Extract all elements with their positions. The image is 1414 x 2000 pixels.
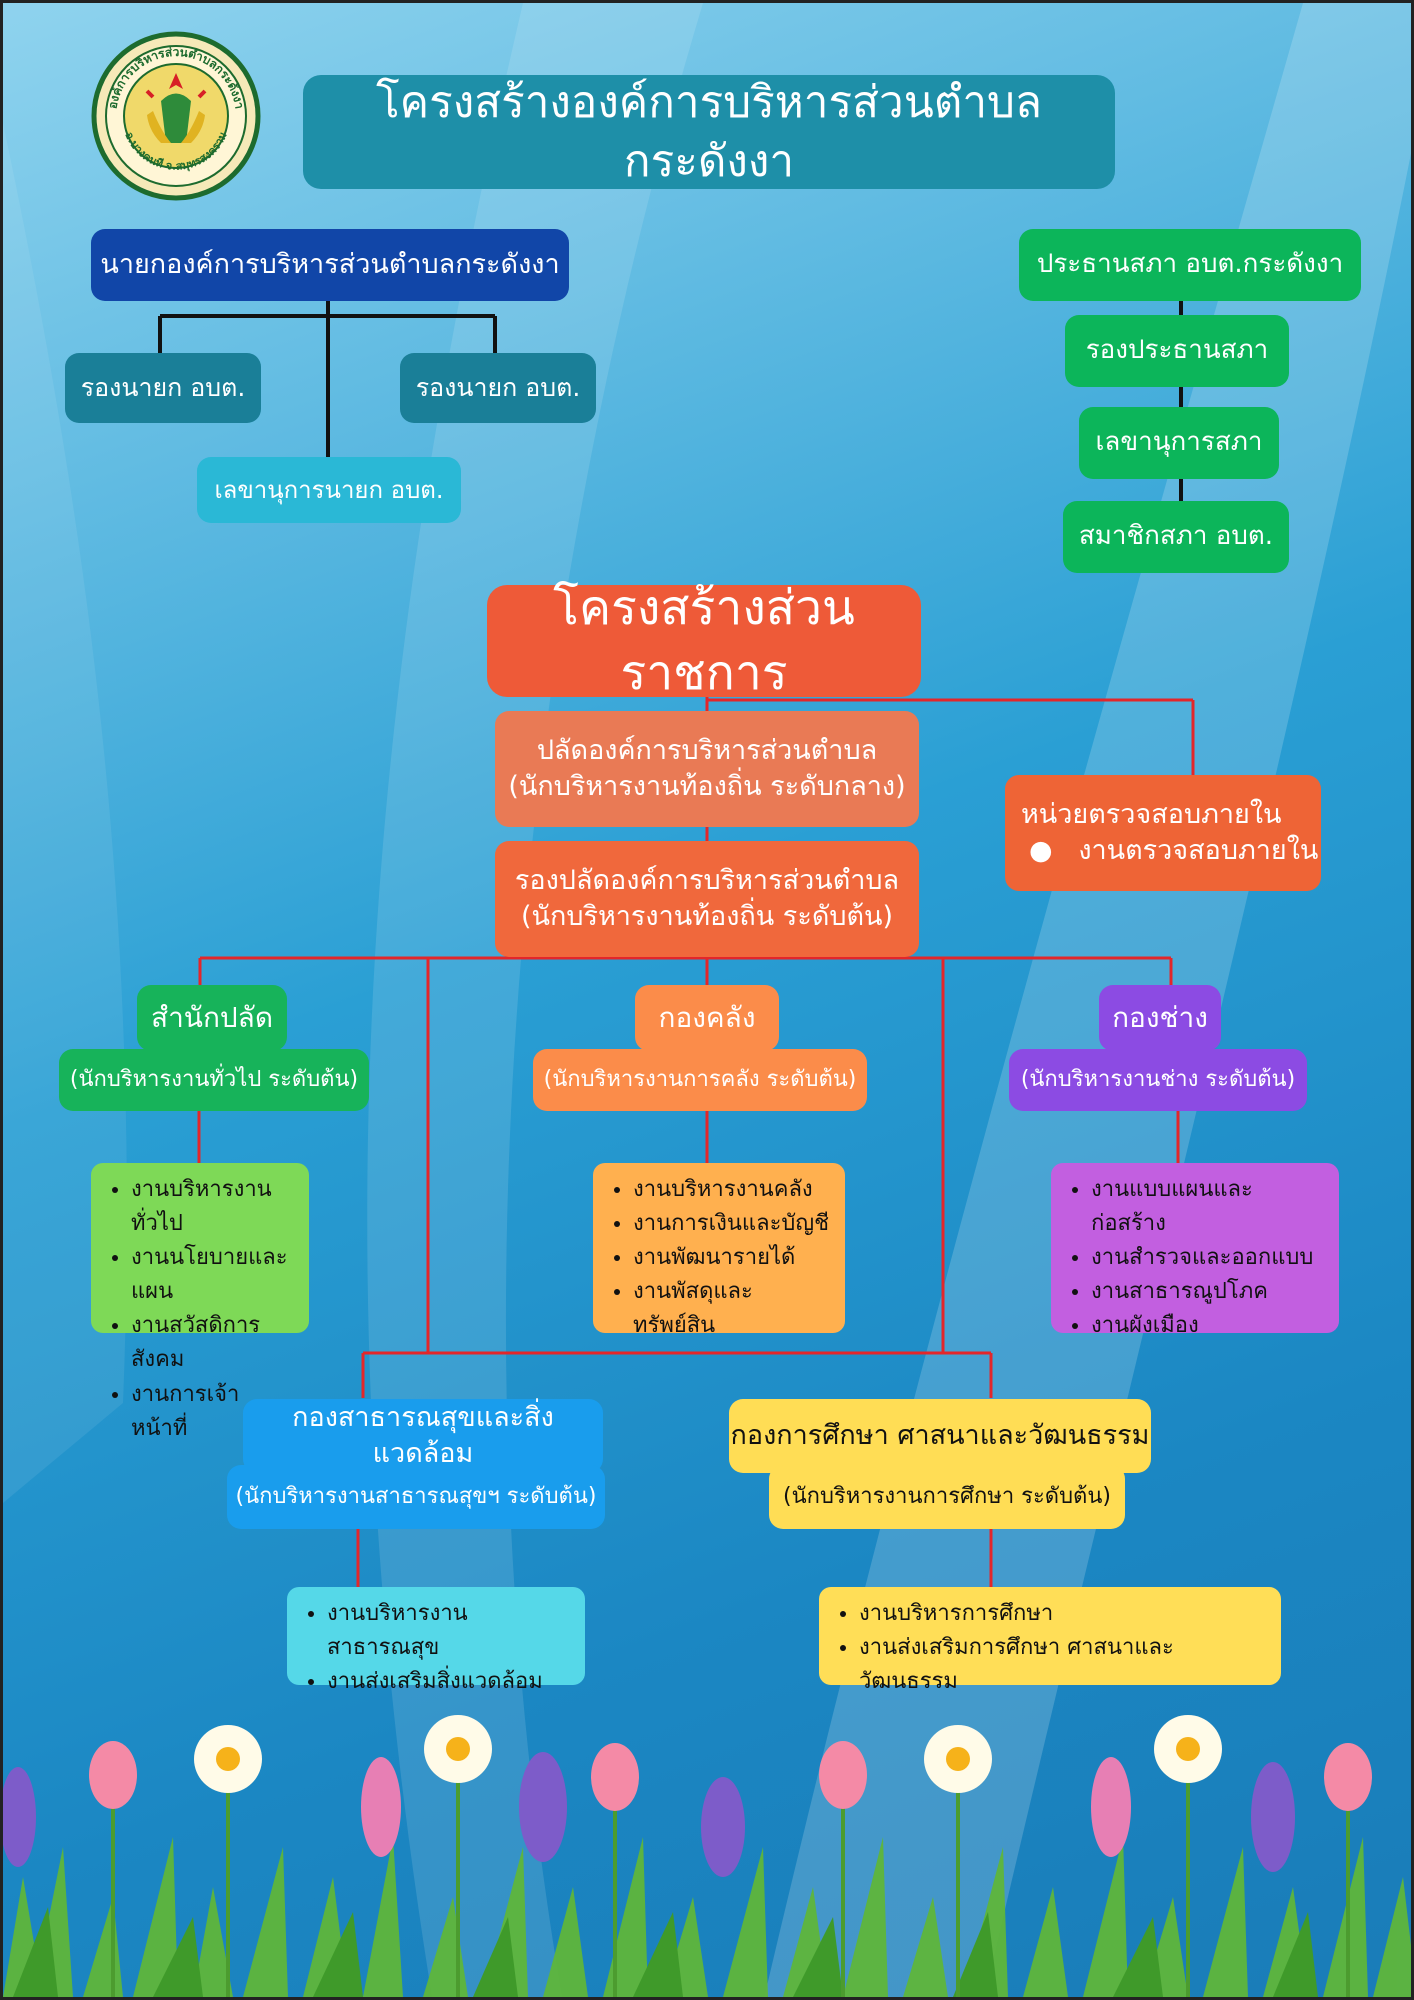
list-item: งานส่งเสริมสิ่งแวดล้อม <box>327 1665 571 1699</box>
internal-audit-box: หน่วยตรวจสอบภายใน ● งานตรวจสอบภายใน <box>1005 775 1321 891</box>
deputy-mayor-1-box: รองนายก อบต. <box>65 353 261 423</box>
finance-level: (นักบริหารงานการคลัง ระดับต้น) <box>543 1067 857 1093</box>
deputy-mayor-2-label: รองนายก อบต. <box>415 373 581 403</box>
finance-name-box: กองคลัง <box>635 985 779 1051</box>
finance-name: กองคลัง <box>658 1001 756 1035</box>
education-name-box: กองการศึกษา ศาสนาและวัฒนธรรม <box>729 1399 1151 1473</box>
engineering-task-list: งานแบบแผนและก่อสร้าง งานสำรวจและออกแบบ ง… <box>1051 1163 1339 1338</box>
engineering-name-box: กองช่าง <box>1099 985 1221 1051</box>
admin-heading-text: โครงสร้างส่วนราชการ <box>553 580 855 701</box>
logo-seal: องค์การบริหารส่วนตำบลกระดังงา อ.บางคนที … <box>91 31 261 201</box>
education-level-box: (นักบริหารงานการศึกษา ระดับต้น) <box>769 1465 1125 1529</box>
list-item: งานบริหารงานคลัง <box>633 1173 831 1207</box>
education-level: (นักบริหารงานการศึกษา ระดับต้น) <box>783 1484 1111 1510</box>
health-name-box: กองสาธารณสุขและสิ่งแวดล้อม <box>243 1399 603 1473</box>
council-president-box: ประธานสภา อบต.กระดังงา <box>1019 229 1361 301</box>
mayor-label: นายกองค์การบริหารส่วนตำบลกระดังงา <box>100 248 560 280</box>
deputy-mayor-2-box: รองนายก อบต. <box>400 353 596 423</box>
list-item: งานสำรวจและออกแบบ <box>1091 1241 1325 1275</box>
list-item: งานผังเมือง <box>1091 1309 1325 1343</box>
deputy-clerk-level: (นักบริหารงานท้องถิ่น ระดับต้น) <box>520 901 894 932</box>
finance-level-box: (นักบริหารงานการคลัง ระดับต้น) <box>533 1049 867 1111</box>
page-title-text: โครงสร้างองค์การบริหารส่วนตำบลกระดังงา <box>376 76 1042 187</box>
office-task-list: งานบริหารงานทั่วไป งานนโยบายและแผน งานสว… <box>91 1163 309 1441</box>
health-level: (นักบริหารงานสาธารณสุขฯ ระดับต้น) <box>235 1484 597 1510</box>
deputy-clerk-title: รองปลัดองค์การบริหารส่วนตำบล <box>514 864 900 896</box>
finance-task-list: งานบริหารงานคลัง งานการเงินและบัญชี งานพ… <box>593 1163 845 1338</box>
admin-heading: โครงสร้างส่วนราชการ <box>487 580 921 701</box>
clerk-level: (นักบริหารงานท้องถิ่น ระดับกลาง) <box>508 771 906 802</box>
education-task-list: งานบริหารการศึกษา งานส่งเสริมการศึกษา ศา… <box>819 1587 1281 1694</box>
mayor-secretary-box: เลขานุการนายก อบต. <box>197 457 461 523</box>
office-level-box: (นักบริหารงานทั่วไป ระดับต้น) <box>59 1049 369 1111</box>
list-item: งานพัฒนารายได้ <box>633 1241 831 1275</box>
list-item: งานการเงินและบัญชี <box>633 1207 831 1241</box>
list-item: งานนโยบายและแผน <box>131 1241 295 1309</box>
council-secretary-box: เลขานุการสภา <box>1079 407 1279 479</box>
list-item: งานส่งเสริมการศึกษา ศาสนาและวัฒนธรรม <box>859 1631 1267 1699</box>
council-members-box: สมาชิกสภา อบต. <box>1063 501 1289 573</box>
list-item: งานบริหารการศึกษา <box>859 1597 1267 1631</box>
mayor-secretary-label: เลขานุการนายก อบต. <box>214 475 444 504</box>
deputy-clerk-box: รองปลัดองค์การบริหารส่วนตำบล (นักบริหารง… <box>495 841 919 957</box>
bullet-icon: ● <box>1029 835 1079 866</box>
health-level-box: (นักบริหารงานสาธารณสุขฯ ระดับต้น) <box>227 1465 605 1529</box>
council-members-label: สมาชิกสภา อบต. <box>1078 521 1274 552</box>
flower-border <box>3 1715 1411 1997</box>
page-title: โครงสร้างองค์การบริหารส่วนตำบลกระดังงา <box>303 75 1115 189</box>
internal-audit-item-label: งานตรวจสอบภายใน <box>1078 835 1319 866</box>
office-level: (นักบริหารงานทั่วไป ระดับต้น) <box>69 1067 359 1093</box>
health-name: กองสาธารณสุขและสิ่งแวดล้อม <box>292 1401 554 1469</box>
list-item: งานแบบแผนและก่อสร้าง <box>1091 1173 1325 1241</box>
list-item: งานพัสดุและทรัพย์สิน <box>633 1275 831 1343</box>
mayor-box: นายกองค์การบริหารส่วนตำบลกระดังงา <box>91 229 569 301</box>
clerk-title: ปลัดองค์การบริหารส่วนตำบล <box>536 734 878 766</box>
engineering-name: กองช่าง <box>1112 1001 1208 1035</box>
council-vice-president-label: รองประธานสภา <box>1085 335 1269 366</box>
office-name: สำนักปลัด <box>150 1001 274 1035</box>
engineering-level-box: (นักบริหารงานช่าง ระดับต้น) <box>1009 1049 1307 1111</box>
deputy-mayor-1-label: รองนายก อบต. <box>80 373 246 403</box>
list-item: งานสวัสดิการสังคม <box>131 1309 295 1377</box>
council-vice-president-box: รองประธานสภา <box>1065 315 1289 387</box>
office-name-box: สำนักปลัด <box>137 985 287 1051</box>
list-item: งานการเจ้าหน้าที่ <box>131 1378 295 1446</box>
engineering-level: (นักบริหารงานช่าง ระดับต้น) <box>1020 1067 1296 1093</box>
council-secretary-label: เลขานุการสภา <box>1095 427 1263 458</box>
internal-audit-title: หน่วยตรวจสอบภายใน <box>1021 798 1282 830</box>
list-item: งานสาธารณูปโภค <box>1091 1275 1325 1309</box>
council-president-label: ประธานสภา อบต.กระดังงา <box>1036 249 1344 280</box>
clerk-box: ปลัดองค์การบริหารส่วนตำบล (นักบริหารงานท… <box>495 711 919 827</box>
list-item: งานบริหารงานทั่วไป <box>131 1173 295 1241</box>
internal-audit-item: ● งานตรวจสอบภายใน <box>1021 833 1318 869</box>
list-item: งานบริหารงานสาธารณสุข <box>327 1597 571 1665</box>
health-task-list: งานบริหารงานสาธารณสุข งานส่งเสริมสิ่งแวด… <box>287 1587 585 1694</box>
education-name: กองการศึกษา ศาสนาและวัฒนธรรม <box>730 1419 1150 1451</box>
